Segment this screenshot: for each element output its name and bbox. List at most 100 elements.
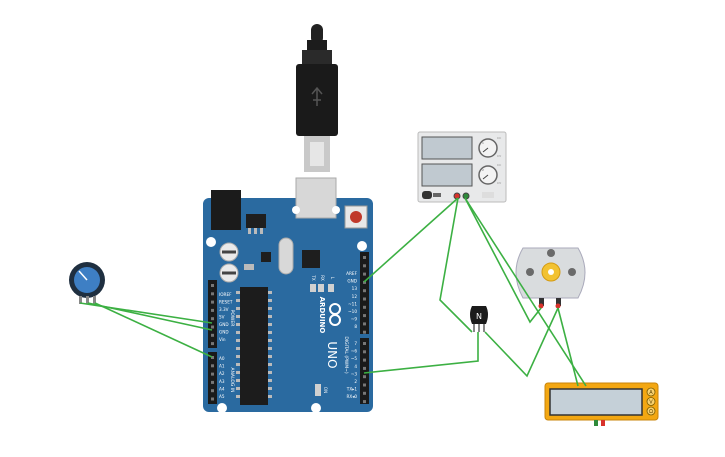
multimeter-display	[549, 388, 643, 416]
digital-pin-label: ~9	[351, 317, 358, 322]
wire[interactable]	[94, 302, 213, 358]
arduino-uno-board[interactable]: TX RX L ON ARDUINO UNO POWER ANALOG IN D…	[203, 177, 373, 413]
current-display	[421, 163, 473, 187]
mode-amps-button[interactable]	[646, 387, 656, 397]
dc-motor[interactable]	[515, 247, 586, 309]
side-label: CC	[497, 163, 501, 167]
wire[interactable]	[464, 197, 587, 387]
on-led-label: ON	[323, 387, 328, 393]
multimeter[interactable]: A V Ω	[544, 382, 659, 426]
digital-pin-label: 8	[354, 324, 357, 329]
digital-pin-label: ~10	[348, 309, 357, 314]
dc-power-supply[interactable]: 1 2 CC CV CC CV	[417, 131, 507, 203]
pot-pin	[86, 296, 89, 304]
pot-pin	[93, 296, 96, 304]
analog-pin-label: A4	[219, 386, 225, 391]
mode-amps-label: A	[649, 390, 653, 396]
usb-symbol-icon	[311, 86, 323, 106]
mounting-hole	[357, 241, 367, 251]
mode-ohms-button[interactable]	[646, 406, 656, 416]
pot-pin	[79, 296, 82, 304]
mode-ohms-label: Ω	[649, 409, 653, 415]
analog-pin-label: A5	[219, 394, 225, 399]
transistor-label: N	[476, 312, 482, 321]
side-label: CV	[497, 181, 502, 185]
knob-label: 1	[482, 141, 484, 145]
tx-led	[310, 284, 316, 292]
tx-led-label: TX	[311, 274, 316, 280]
power-pin-label: GND	[219, 330, 229, 335]
arduino-logo: ARDUINO	[318, 297, 341, 334]
digital-pin-label: GND	[347, 279, 357, 284]
wire[interactable]	[439, 197, 473, 333]
crystal-oscillator	[278, 237, 294, 275]
knob-label: 2	[482, 168, 484, 172]
digital-section-label: DIGITAL (PWM~)	[343, 336, 349, 374]
power-pin-label: RESET	[219, 300, 233, 305]
analog-pin-label: A0	[219, 356, 225, 361]
mode-volts-button[interactable]	[646, 397, 656, 406]
npn-transistor[interactable]: N	[470, 306, 488, 332]
analog-pin-label: A1	[219, 364, 225, 369]
rx-led	[318, 284, 324, 292]
wire[interactable]	[363, 197, 459, 283]
digital-header-low	[360, 338, 369, 404]
wire[interactable]	[484, 307, 559, 378]
l-led	[328, 284, 334, 292]
multimeter-probe-red[interactable]	[601, 420, 605, 426]
mounting-hole	[206, 237, 216, 247]
voltage-regulator	[246, 214, 266, 228]
digital-pin-label: TX▸1	[346, 387, 358, 392]
motor-terminal[interactable]	[555, 303, 561, 309]
motor-terminal[interactable]	[538, 303, 544, 309]
power-jack	[211, 190, 241, 230]
digital-pin-label: 4	[354, 364, 357, 369]
analog-header	[208, 352, 217, 404]
potentiometer[interactable]	[69, 262, 105, 304]
wire[interactable]	[87, 302, 213, 331]
reset-button-cap[interactable]	[350, 211, 362, 223]
usb-port	[295, 177, 337, 219]
digital-header-high	[360, 252, 369, 334]
wire[interactable]	[557, 307, 579, 387]
mode-volts-label: V	[649, 399, 653, 405]
analog-pin-label: A2	[219, 371, 225, 376]
side-label: CC	[497, 136, 501, 140]
wire[interactable]	[363, 332, 479, 374]
digital-pin-label: 12	[352, 294, 358, 299]
digital-pin-label: 13	[352, 286, 358, 291]
digital-pin-label: ~5	[351, 356, 358, 361]
power-pin-label: 3.3V	[219, 307, 229, 312]
power-pin-label: 5V	[219, 315, 225, 320]
power-pin-label: IOREF	[219, 292, 232, 297]
side-label: CV	[497, 154, 502, 158]
atmega-chip	[240, 287, 268, 405]
multimeter-probe-black[interactable]	[594, 420, 598, 426]
wires	[79, 197, 587, 387]
usb-chip	[302, 250, 320, 268]
usb-cable[interactable]	[296, 24, 338, 172]
digital-pin-label: ~11	[348, 301, 357, 306]
power-header	[208, 280, 217, 348]
digital-pin-label: AREF	[346, 271, 357, 276]
l-led-label: L	[330, 277, 335, 280]
wire[interactable]	[464, 197, 542, 324]
power-section-label: POWER	[229, 310, 235, 327]
usb-cable-wire	[311, 24, 323, 44]
power-pin-label: GND	[219, 322, 229, 327]
arduino-model-text: UNO	[325, 341, 339, 368]
rx-led-label: RX	[320, 275, 325, 281]
analog-pin-label: A3	[219, 379, 225, 384]
digital-pin-label: 2	[354, 379, 357, 384]
on-led	[315, 384, 321, 396]
digital-pin-label: RX◂0	[346, 394, 357, 399]
transistor-body	[470, 306, 488, 324]
digital-pin-label: ~3	[351, 371, 358, 376]
arduino-logo-text: ARDUINO	[318, 297, 326, 334]
mounting-hole	[311, 403, 321, 413]
voltage-display	[421, 136, 473, 160]
power-switch[interactable]	[422, 191, 432, 199]
digital-pin-label: 7	[354, 341, 357, 346]
